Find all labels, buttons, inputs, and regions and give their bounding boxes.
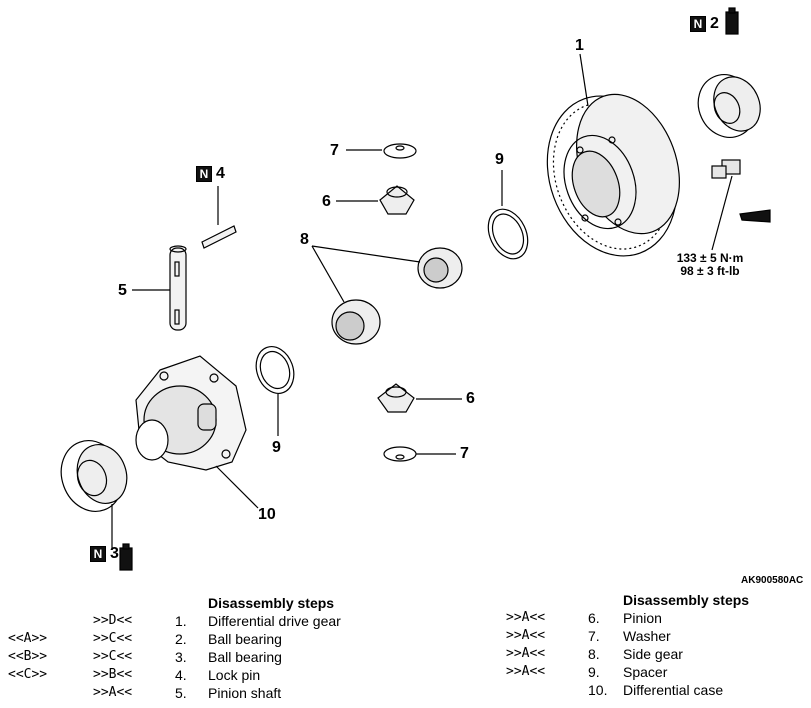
list-item: >>D<<1.Differential drive gear [93,613,341,629]
lock-pin [201,225,237,249]
n-badge: N [690,16,706,32]
callout-6-bottom: 6 [466,390,475,407]
pinion-top [379,185,415,215]
list-item: <<A>>>>C<<2.Ball bearing [8,631,282,647]
ball-bearing-2 [697,74,761,138]
steps-heading: Disassembly steps [208,595,335,611]
washer-top [383,143,417,159]
pinion-bottom [377,383,415,413]
list-item: >>A<<8.Side gear [506,646,683,662]
ball-bearing-3 [60,440,128,512]
leader-8a [311,245,421,263]
list-item: >>A<<7.Washer [506,628,671,644]
bolt [711,159,741,179]
steps-right: Disassembly steps >>A<<6.Pinion >>A<<7.W… [506,591,749,699]
steps-left: Disassembly steps >>D<<1.Differential dr… [8,594,341,702]
spacer-left [255,346,295,394]
washer-bottom [383,446,417,462]
callout-10: 10 [258,506,276,523]
side-gear-right [417,247,463,289]
list-item: >>A<<5.Pinion shaft [93,685,282,701]
callout-9-right: 9 [495,151,504,168]
spacer-right [487,208,529,260]
list-item: >>A<<9.Spacer [506,664,668,680]
callout-9-left: 9 [272,439,281,456]
pinion-shaft [169,245,187,331]
list-item: <<B>>>>C<<3.Ball bearing [8,649,282,665]
list-item: 10.Differential case [588,682,724,698]
steps-heading: Disassembly steps [623,592,750,608]
callout-7-top: 7 [330,142,339,159]
n-badge: N [90,546,106,562]
exploded-view-diagram [60,7,771,571]
list-item: >>A<<6.Pinion [506,610,662,626]
callout-1: 1 [575,37,584,54]
leader-torque [711,175,733,251]
differential-drive-gear [546,93,680,257]
n-badge: N [196,166,212,182]
leader-10 [215,465,259,509]
torque-spec: 133 ± 5 N·m 98 ± 3 ft-lb [676,251,744,278]
leader-8b [311,245,345,303]
callout-6-top: 6 [322,193,331,210]
side-gear-left [331,299,381,345]
sealant-tube-icon [739,209,771,223]
differential-case [135,355,247,471]
callout-8: 8 [300,231,309,248]
callout-5: 5 [118,282,127,299]
list-item: <<C>>>>B<<4.Lock pin [8,667,261,683]
grease-can-icon [119,543,133,571]
callout-7-bottom: 7 [460,445,469,462]
grease-can-icon [725,7,739,35]
figure-code: AK900580AC [741,575,804,586]
leader-1 [579,53,589,107]
